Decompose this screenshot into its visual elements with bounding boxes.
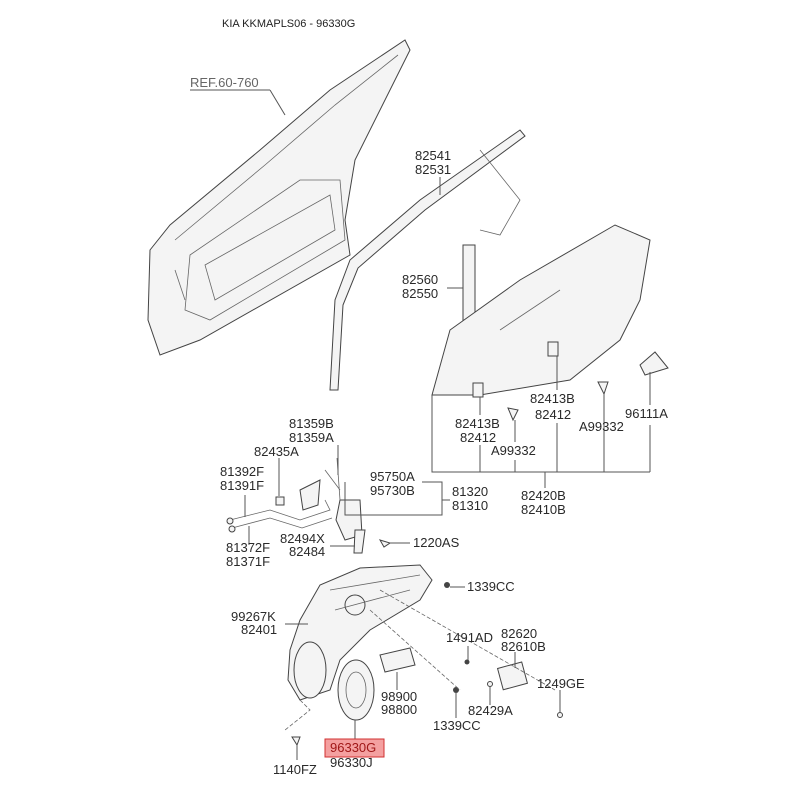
part-label[interactable]: 82610B [501, 639, 546, 654]
regulator-leaders [284, 586, 561, 760]
highlighted-part-label[interactable]: 96330G [330, 740, 376, 755]
part-label[interactable]: 95750A [370, 469, 415, 484]
part-label[interactable]: 1140FZ [273, 762, 317, 777]
part-label[interactable]: 99267K [231, 609, 276, 624]
highlight-box [324, 738, 385, 758]
part-label[interactable]: 81359A [289, 430, 334, 445]
part-label[interactable]: 81372F [226, 540, 270, 555]
part-label[interactable]: 82620 [501, 626, 537, 641]
mirror-patch-drawing [639, 351, 669, 376]
diagram-title: KIA KKMAPLS06 - 96330G [222, 18, 355, 30]
latch-assembly-drawing [226, 457, 392, 554]
part-label[interactable]: 82541 [415, 148, 451, 163]
run-channel-drawing [329, 129, 526, 391]
part-label[interactable]: 81310 [452, 498, 488, 513]
clip-left [472, 382, 484, 398]
part-label[interactable]: 82412 [535, 407, 571, 422]
part-label[interactable]: 82494X [280, 531, 325, 546]
part-label[interactable]: 81320 [452, 484, 488, 499]
part-label[interactable]: 82560 [402, 272, 438, 287]
ref-label[interactable]: REF.60-760 [190, 75, 259, 90]
part-label[interactable]: 82413B [455, 416, 500, 431]
ref-leader [269, 89, 286, 116]
part-label[interactable]: 96111A [625, 406, 668, 421]
part-label[interactable]: 81371F [226, 554, 270, 569]
part-label[interactable]: 1249GE [537, 676, 585, 691]
door-frame-drawing [147, 39, 411, 356]
part-label[interactable]: 82410B [521, 502, 566, 517]
latch-leaders [244, 445, 450, 547]
part-label[interactable]: A99332 [491, 443, 536, 458]
part-label[interactable]: 82435A [254, 444, 299, 459]
bolt-left [507, 407, 519, 422]
part-label[interactable]: 81392F [220, 464, 264, 479]
part-label[interactable]: 98800 [381, 702, 417, 717]
part-label[interactable]: A99332 [579, 419, 624, 434]
part-label[interactable]: 82550 [402, 286, 438, 301]
part-label[interactable]: 81359B [289, 416, 334, 431]
part-label[interactable]: 98900 [381, 689, 417, 704]
part-label[interactable]: 82531 [415, 162, 451, 177]
clip-right [547, 341, 559, 357]
part-label[interactable]: 82401 [241, 622, 277, 637]
part-label[interactable]: 95730B [370, 483, 415, 498]
part-label[interactable]: 1339CC [467, 579, 515, 594]
part-label[interactable]: 82412 [460, 430, 496, 445]
part-label[interactable]: 82484 [289, 544, 325, 559]
glass-reflection [499, 289, 561, 331]
part-label[interactable]: 82429A [468, 703, 513, 718]
door-glass-drawing [431, 224, 651, 396]
glass-bracket-lines [431, 356, 651, 488]
part-label[interactable]: 82420B [521, 488, 566, 503]
bolt-right [597, 381, 609, 396]
part-label[interactable]: 1491AD [446, 630, 493, 645]
regulator-module-drawing [287, 564, 563, 747]
part-label[interactable]: 1339CC [433, 718, 481, 733]
part-label[interactable]: 81391F [220, 478, 264, 493]
part-label[interactable]: 82413B [530, 391, 575, 406]
part-label[interactable]: 96330J [330, 755, 373, 770]
part-label[interactable]: 1220AS [413, 535, 460, 550]
